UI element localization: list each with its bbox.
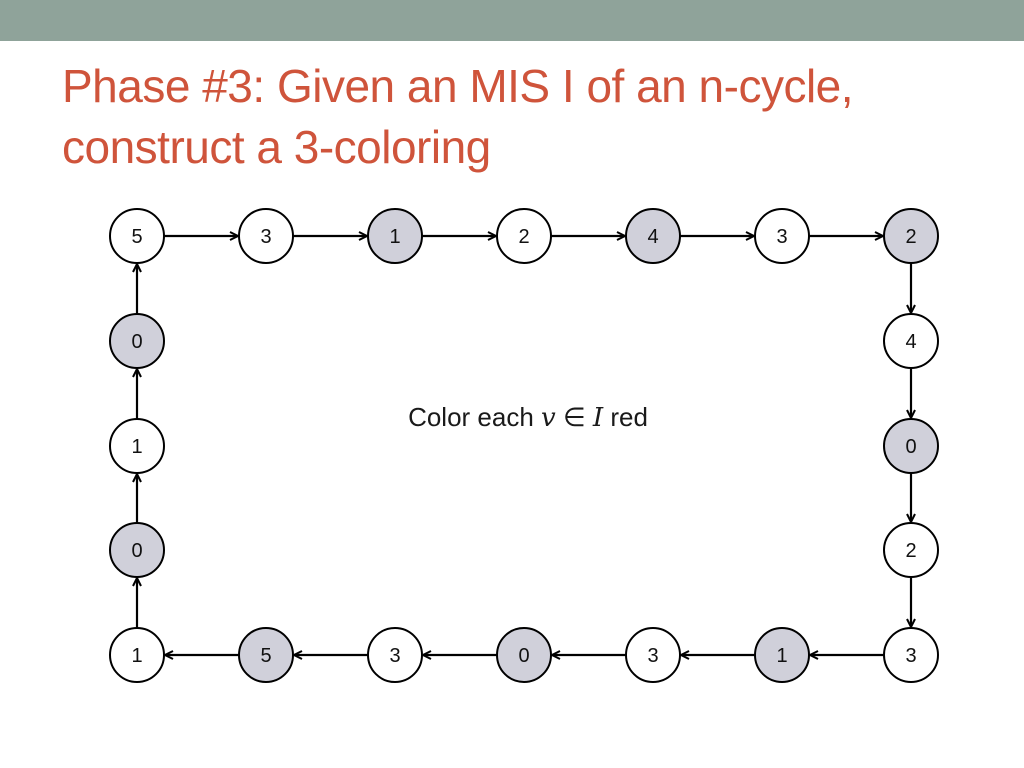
- title-line-2: construct a 3-coloring: [62, 121, 491, 173]
- node-label: 3: [905, 645, 916, 667]
- caption-text: Color each v ∈ I red: [408, 402, 648, 433]
- node: 2: [883, 522, 939, 578]
- node-mis: 0: [109, 522, 165, 578]
- node-label: 0: [131, 331, 142, 353]
- node-circle: [883, 418, 939, 474]
- node-mis: 0: [883, 418, 939, 474]
- node-label: 0: [131, 540, 142, 562]
- node-mis: 4: [625, 208, 681, 264]
- node-label: 3: [260, 226, 271, 248]
- node-mis: 0: [496, 627, 552, 683]
- node-circle: [109, 418, 165, 474]
- node-circle: [883, 522, 939, 578]
- cycle-nodes: 5 3 1 2 4 3 2 4 0 2 3 1 3 0 3 5 1 0 1 0: [109, 208, 939, 683]
- node-label: 4: [905, 331, 916, 353]
- node-label: 1: [776, 645, 787, 667]
- node: 1: [109, 627, 165, 683]
- node: 3: [625, 627, 681, 683]
- node-circle: [754, 208, 810, 264]
- node: 1: [109, 418, 165, 474]
- node-label: 2: [518, 226, 529, 248]
- node-mis: 1: [754, 627, 810, 683]
- node-mis: 2: [883, 208, 939, 264]
- node-label: 2: [905, 226, 916, 248]
- node-circle: [109, 627, 165, 683]
- node-circle: [109, 208, 165, 264]
- node-label: 0: [518, 645, 529, 667]
- node-mis: 1: [367, 208, 423, 264]
- node: 2: [496, 208, 552, 264]
- node-circle: [883, 627, 939, 683]
- node-circle: [496, 208, 552, 264]
- node-circle: [367, 208, 423, 264]
- top-accent-bar: [0, 0, 1024, 41]
- node-circle: [883, 313, 939, 369]
- node-label: 2: [905, 540, 916, 562]
- node: 3: [754, 208, 810, 264]
- node-mis: 5: [238, 627, 294, 683]
- slide-title: Phase #3: Given an MIS I of an n-cycle, …: [62, 56, 1002, 178]
- node-label: 5: [131, 226, 142, 248]
- node-mis: 0: [109, 313, 165, 369]
- node-circle: [238, 208, 294, 264]
- node: 3: [238, 208, 294, 264]
- node-circle: [367, 627, 423, 683]
- node: 3: [883, 627, 939, 683]
- node: 5: [109, 208, 165, 264]
- node-label: 1: [131, 645, 142, 667]
- node-circle: [625, 208, 681, 264]
- node-circle: [883, 208, 939, 264]
- node: 3: [367, 627, 423, 683]
- node-circle: [625, 627, 681, 683]
- node-label: 0: [905, 436, 916, 458]
- node-label: 3: [776, 226, 787, 248]
- cycle-edges: [137, 236, 911, 655]
- node-circle: [496, 627, 552, 683]
- node-circle: [754, 627, 810, 683]
- node-label: 3: [647, 645, 658, 667]
- node-label: 1: [389, 226, 400, 248]
- node: 4: [883, 313, 939, 369]
- node-circle: [238, 627, 294, 683]
- node-circle: [109, 313, 165, 369]
- title-line-1: Phase #3: Given an MIS I of an n-cycle,: [62, 60, 854, 112]
- node-label: 3: [389, 645, 400, 667]
- node-label: 5: [260, 645, 271, 667]
- node-label: 4: [647, 226, 658, 248]
- node-circle: [109, 522, 165, 578]
- node-label: 1: [131, 436, 142, 458]
